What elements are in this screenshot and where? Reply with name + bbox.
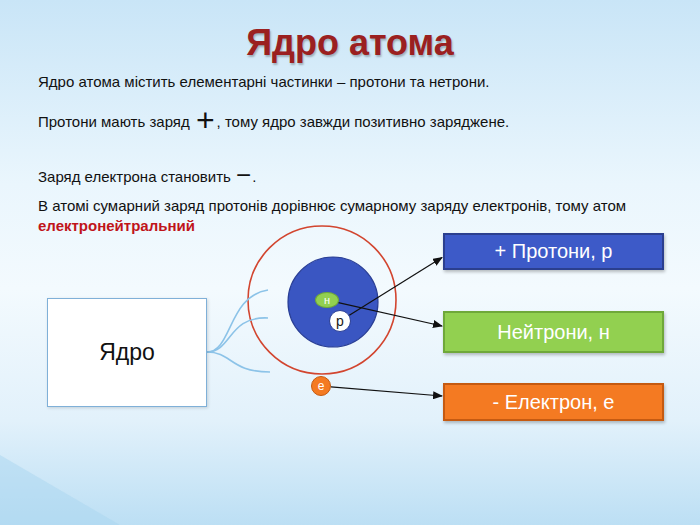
note-text: Заряд електрона становить: [38, 168, 231, 185]
text-line: Протони мають заряд +, тому ядро завжди …: [38, 110, 678, 132]
neutron-box: Нейтрони, н: [443, 311, 664, 353]
note-text: , тому ядро завжди позитивно заряджене.: [217, 113, 510, 130]
nucleus-bracket: [207, 352, 270, 372]
node-label: - Електрон, е: [492, 391, 614, 414]
neutron-particle: н: [315, 292, 339, 308]
node-label: + Протони, р: [495, 240, 613, 263]
arrow-connector: [338, 303, 442, 326]
corner-decoration: [0, 455, 120, 525]
node-label: Ядро: [99, 339, 155, 366]
note-text: −: [235, 160, 252, 190]
note-text: Протони мають заряд: [38, 113, 190, 130]
text-line: Заряд електрона становить −.: [38, 165, 678, 187]
nucleus-bracket: [207, 290, 268, 352]
nucleus-disk: [288, 257, 378, 347]
proton-particle: р: [329, 310, 351, 332]
note-text: електронейтральний: [38, 217, 195, 234]
node-label: е: [318, 380, 325, 392]
node-label: р: [336, 314, 344, 328]
note-text: .: [252, 168, 256, 185]
electron-box: - Електрон, е: [443, 383, 664, 421]
note-text: В атомі сумарний заряд протонів дорівнює…: [38, 197, 626, 214]
arrow-connector: [331, 387, 442, 396]
text-line: В атомі сумарний заряд протонів дорівнює…: [38, 196, 678, 236]
arrow-connector: [349, 258, 442, 316]
node-label: н: [324, 295, 330, 306]
proton-box: + Протони, р: [443, 233, 664, 270]
nucleus-bracket: [207, 318, 268, 352]
note-text: Ядро атома містить елементарні частинки …: [38, 73, 490, 90]
electron-particle: е: [311, 376, 331, 396]
note-text: +: [194, 102, 217, 138]
node-label: Нейтрони, н: [497, 321, 610, 344]
nucleus-box: Ядро: [47, 298, 207, 407]
text-line: Ядро атома містить елементарні частинки …: [38, 72, 678, 92]
page-title: Ядро атома: [0, 22, 700, 64]
